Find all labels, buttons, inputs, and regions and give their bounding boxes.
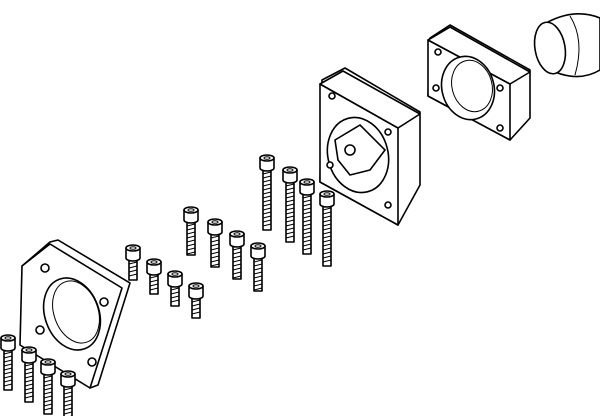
- screw: [259, 154, 275, 231]
- screw: [146, 258, 162, 295]
- screw: [167, 270, 183, 307]
- flange-plate: [19, 239, 131, 389]
- screw: [125, 244, 141, 281]
- screw: [60, 370, 76, 416]
- screw: [250, 242, 266, 292]
- screw: [207, 218, 223, 268]
- screw: [40, 358, 56, 415]
- coupling-housing: [319, 67, 421, 226]
- screw: [183, 206, 199, 256]
- adapter-plate: [427, 24, 531, 141]
- screw: [0, 334, 16, 391]
- coupling: [533, 13, 600, 78]
- screw: [188, 282, 204, 319]
- screw: [282, 166, 298, 243]
- screw-set: [0, 154, 335, 416]
- screw: [229, 230, 245, 280]
- screw: [319, 190, 335, 267]
- screw: [21, 346, 37, 403]
- screw: [299, 178, 315, 255]
